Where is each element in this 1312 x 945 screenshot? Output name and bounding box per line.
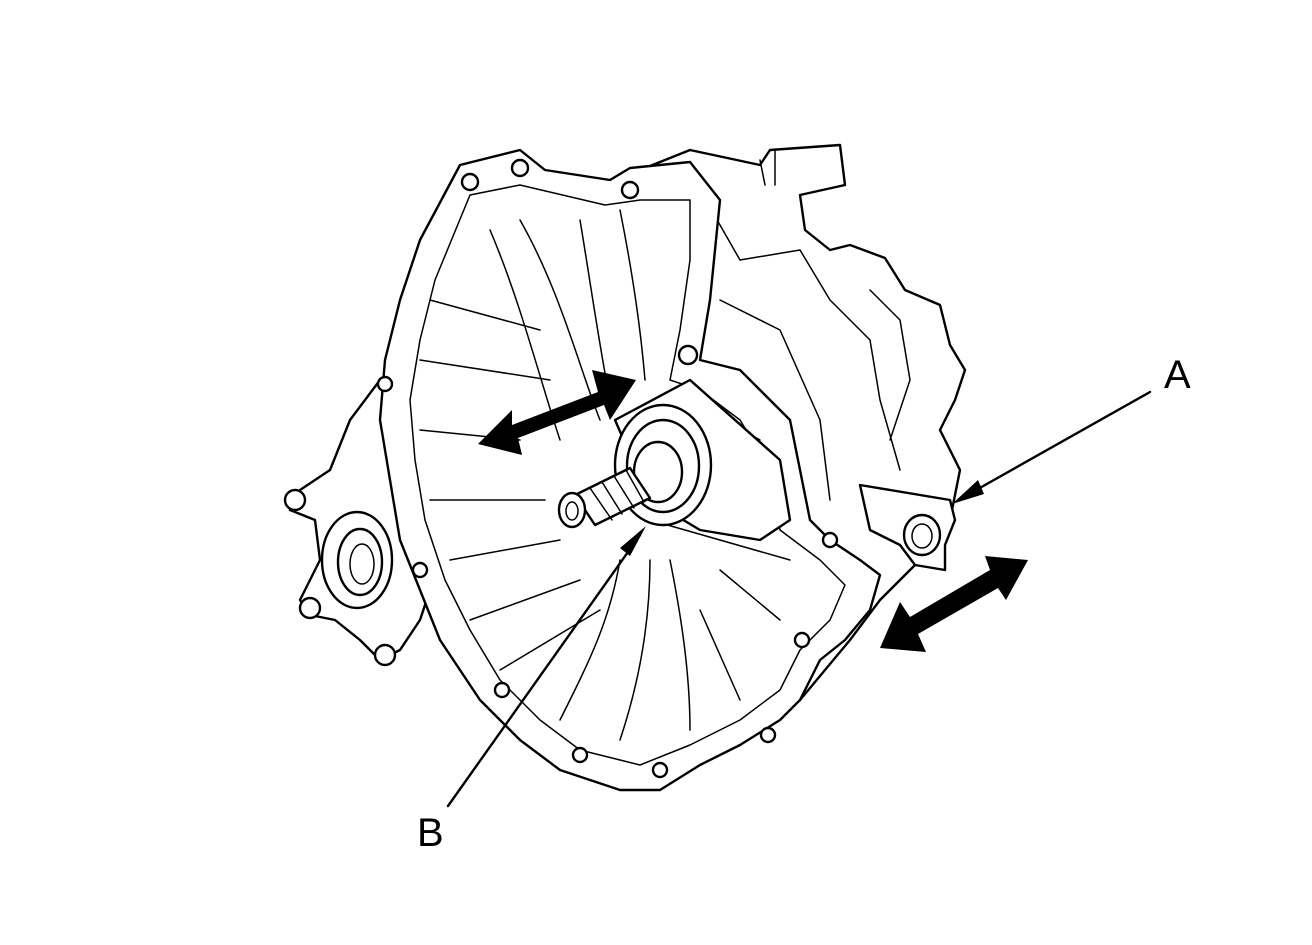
release-bearing-assembly xyxy=(557,378,792,542)
leader-line-a xyxy=(952,390,1152,504)
bearing-motion-arrow xyxy=(478,370,636,455)
callout-label-b: B xyxy=(417,811,444,855)
leader-line-b xyxy=(446,526,646,808)
lever-motion-arrow xyxy=(880,556,1028,652)
release-fork-lever xyxy=(858,483,957,572)
callout-label-a: A xyxy=(1164,353,1191,397)
